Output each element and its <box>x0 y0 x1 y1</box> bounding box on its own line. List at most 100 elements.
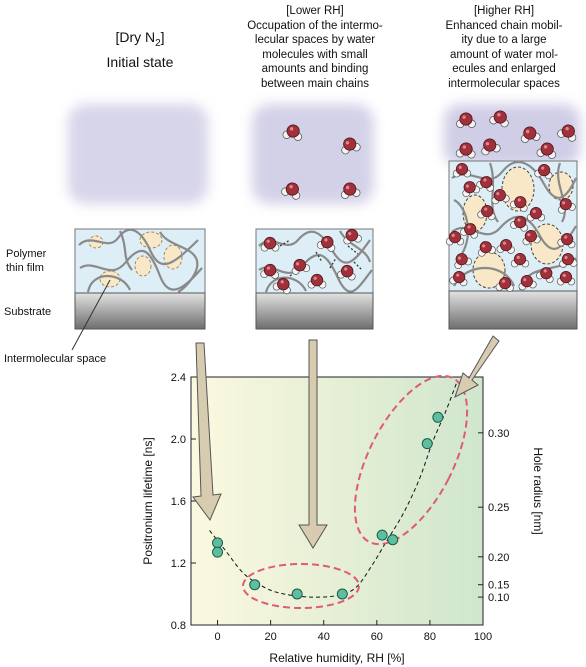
data-point <box>421 438 433 450</box>
y2-axis-ticks: 0.30 0.25 0.20 0.150.10 <box>478 428 509 604</box>
water-molecule <box>534 164 553 180</box>
water-molecule <box>260 263 280 280</box>
y2-tick-label: 0.25 <box>488 502 509 514</box>
water-molecule <box>556 271 576 286</box>
higher-rh-ellipse <box>353 374 469 546</box>
y-axis-label: Positronium lifetime [ns] <box>141 437 155 564</box>
lower-rh-ellipse <box>242 563 360 609</box>
arrow-lower <box>298 339 328 549</box>
y-tick-label: 0.8 <box>171 620 186 632</box>
vapor-cloud-lower <box>252 104 374 204</box>
water-molecule <box>496 239 515 254</box>
x-tick-label: 100 <box>474 631 492 643</box>
arrow-dry <box>192 342 222 522</box>
caption-higher: [Higher RH] Enhanced chain mobil- ity du… <box>428 4 580 91</box>
caption-dry: [Dry N2] Initial state <box>88 28 192 71</box>
caption-dry-subscript: 2 <box>155 37 161 49</box>
water-molecule <box>260 236 280 252</box>
y2-tick-label: 0.20 <box>488 552 509 564</box>
data-point <box>432 411 444 423</box>
water-molecule <box>343 228 362 245</box>
x-tick-label: 60 <box>371 631 383 643</box>
data-point <box>212 546 224 558</box>
y-axis-ticks: 0.8 1.2 1.6 2.0 2.4 <box>171 372 196 632</box>
data-point <box>212 537 224 549</box>
water-molecule <box>526 207 546 222</box>
water-molecule <box>452 163 472 178</box>
data-points <box>212 411 444 600</box>
water-molecule <box>445 231 465 246</box>
y-tick-label: 2.4 <box>171 372 186 384</box>
water-molecule <box>281 182 301 200</box>
water-molecule <box>557 124 577 142</box>
intermolecular-leader-line <box>71 279 111 351</box>
label-polymer-line1: Polymer <box>6 248 47 260</box>
y2-axis-label: Hole radius [nm] <box>531 447 545 534</box>
water-molecule <box>557 198 576 214</box>
water-molecule <box>557 233 576 249</box>
data-point <box>387 534 399 546</box>
water-molecule <box>462 181 481 197</box>
water-molecule <box>316 235 336 252</box>
water-molecule <box>481 138 501 156</box>
water-molecule <box>489 110 509 128</box>
water-molecule <box>510 216 529 232</box>
y2-tick-label: 0.15 <box>488 580 509 592</box>
y-tick-label: 1.2 <box>171 558 186 570</box>
caption-lower-line: molecules with small <box>262 48 368 61</box>
y2-tick-label: 0.30 <box>488 428 509 440</box>
caption-lower-line: between main chains <box>260 77 370 90</box>
water-molecule <box>536 142 557 159</box>
water-molecules <box>260 110 578 295</box>
y2-tick-label: 0.10 <box>488 592 509 604</box>
x-axis-label: Relative humidity, RH [%] <box>269 651 404 665</box>
water-molecule <box>272 277 291 295</box>
water-molecule <box>460 223 479 239</box>
water-molecule <box>495 277 514 292</box>
water-molecule <box>454 253 473 269</box>
substrate-blocks <box>74 290 578 330</box>
x-tick-label: 0 <box>214 631 220 643</box>
caption-higher-line: ecules and enlarged <box>452 63 556 75</box>
caption-higher-line: [Higher RH] <box>473 5 535 17</box>
caption-dry-title-end: ] <box>160 29 165 45</box>
water-molecule <box>477 241 496 257</box>
water-molecule <box>477 205 496 221</box>
data-point <box>336 588 348 600</box>
caption-lower: [Lower RH] Occupation of the intermo- le… <box>232 4 398 91</box>
water-molecule <box>509 196 528 212</box>
label-substrate: Substrate <box>4 306 52 318</box>
caption-higher-line: Enhanced chain mobil- <box>445 19 563 32</box>
caption-lower-line: Occupation of the intermo- <box>247 19 383 32</box>
y-tick-label: 1.6 <box>171 496 186 508</box>
x-tick-label: 80 <box>424 631 436 643</box>
x-tick-label: 40 <box>318 631 330 643</box>
caption-dry-title: [Dry N <box>115 29 156 45</box>
caption-higher-line: amount of water mol- <box>449 48 558 61</box>
water-molecule <box>559 253 578 268</box>
data-point <box>376 529 388 541</box>
caption-dry-subtitle: Initial state <box>106 53 174 70</box>
caption-lower-line: [Lower RH] <box>286 5 344 17</box>
water-molecule <box>535 267 554 283</box>
label-polymer-film: Polymer thin film <box>6 247 46 275</box>
water-molecule <box>337 264 356 281</box>
polymer-film-dry <box>74 228 206 294</box>
water-molecule <box>449 271 468 287</box>
water-molecule <box>455 142 476 159</box>
water-molecule <box>518 275 537 291</box>
caption-higher-line: intermolecular spaces <box>448 77 560 90</box>
y-tick-label: 2.0 <box>171 434 186 446</box>
water-molecule <box>510 253 530 268</box>
water-molecule <box>307 273 327 289</box>
water-molecule <box>341 137 361 155</box>
caption-lower-line: lecular spaces by water <box>254 34 376 46</box>
water-molecule <box>282 124 303 141</box>
data-point <box>291 588 303 600</box>
trend-curve <box>209 383 457 598</box>
vapor-cloud-dry <box>68 104 208 204</box>
water-molecule <box>522 230 541 246</box>
water-molecule <box>520 126 541 143</box>
